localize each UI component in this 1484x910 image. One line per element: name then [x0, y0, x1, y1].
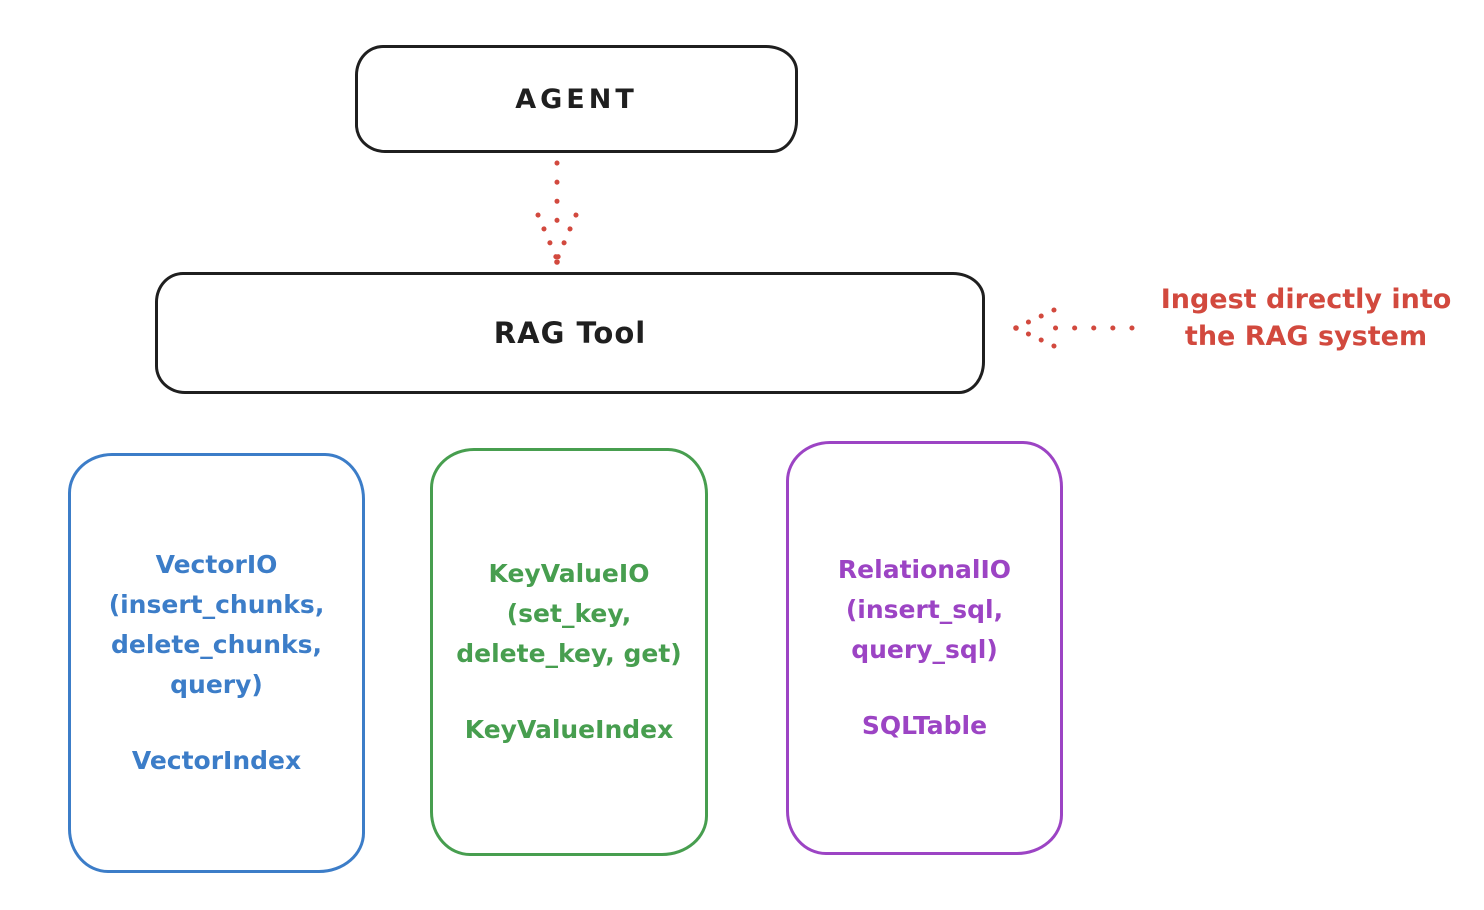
keyvalueio-methods: KeyValueIO (set_key, delete_key, get) [456, 559, 682, 668]
agent-node: AGENT [355, 45, 798, 153]
vectorio-index-label: VectorIndex [131, 746, 302, 775]
vectorio-node: VectorIO (insert_chunks, delete_chunks, … [68, 453, 365, 873]
rag-tool-node: RAG Tool [155, 272, 985, 394]
relationalio-index-label: SQLTable [861, 711, 988, 740]
dotted-arrow-down-icon [535, 160, 579, 265]
vectorio-methods: VectorIO (insert_chunks, delete_chunks, … [108, 550, 325, 699]
keyvalueio-node: KeyValueIO (set_key, delete_key, get) Ke… [430, 448, 708, 856]
relationalio-methods: RelationalIO (insert_sql, query_sql) [837, 555, 1012, 664]
ingest-annotation: Ingest directly into the RAG system [1160, 284, 1452, 352]
rag-tool-node-label: RAG Tool [493, 316, 647, 350]
dotted-arrow-left-icon [1013, 307, 1135, 349]
agent-node-label: AGENT [515, 83, 638, 115]
keyvalueio-index-label: KeyValueIndex [464, 715, 674, 744]
relationalio-node: RelationalIO (insert_sql, query_sql) SQL… [786, 441, 1063, 855]
